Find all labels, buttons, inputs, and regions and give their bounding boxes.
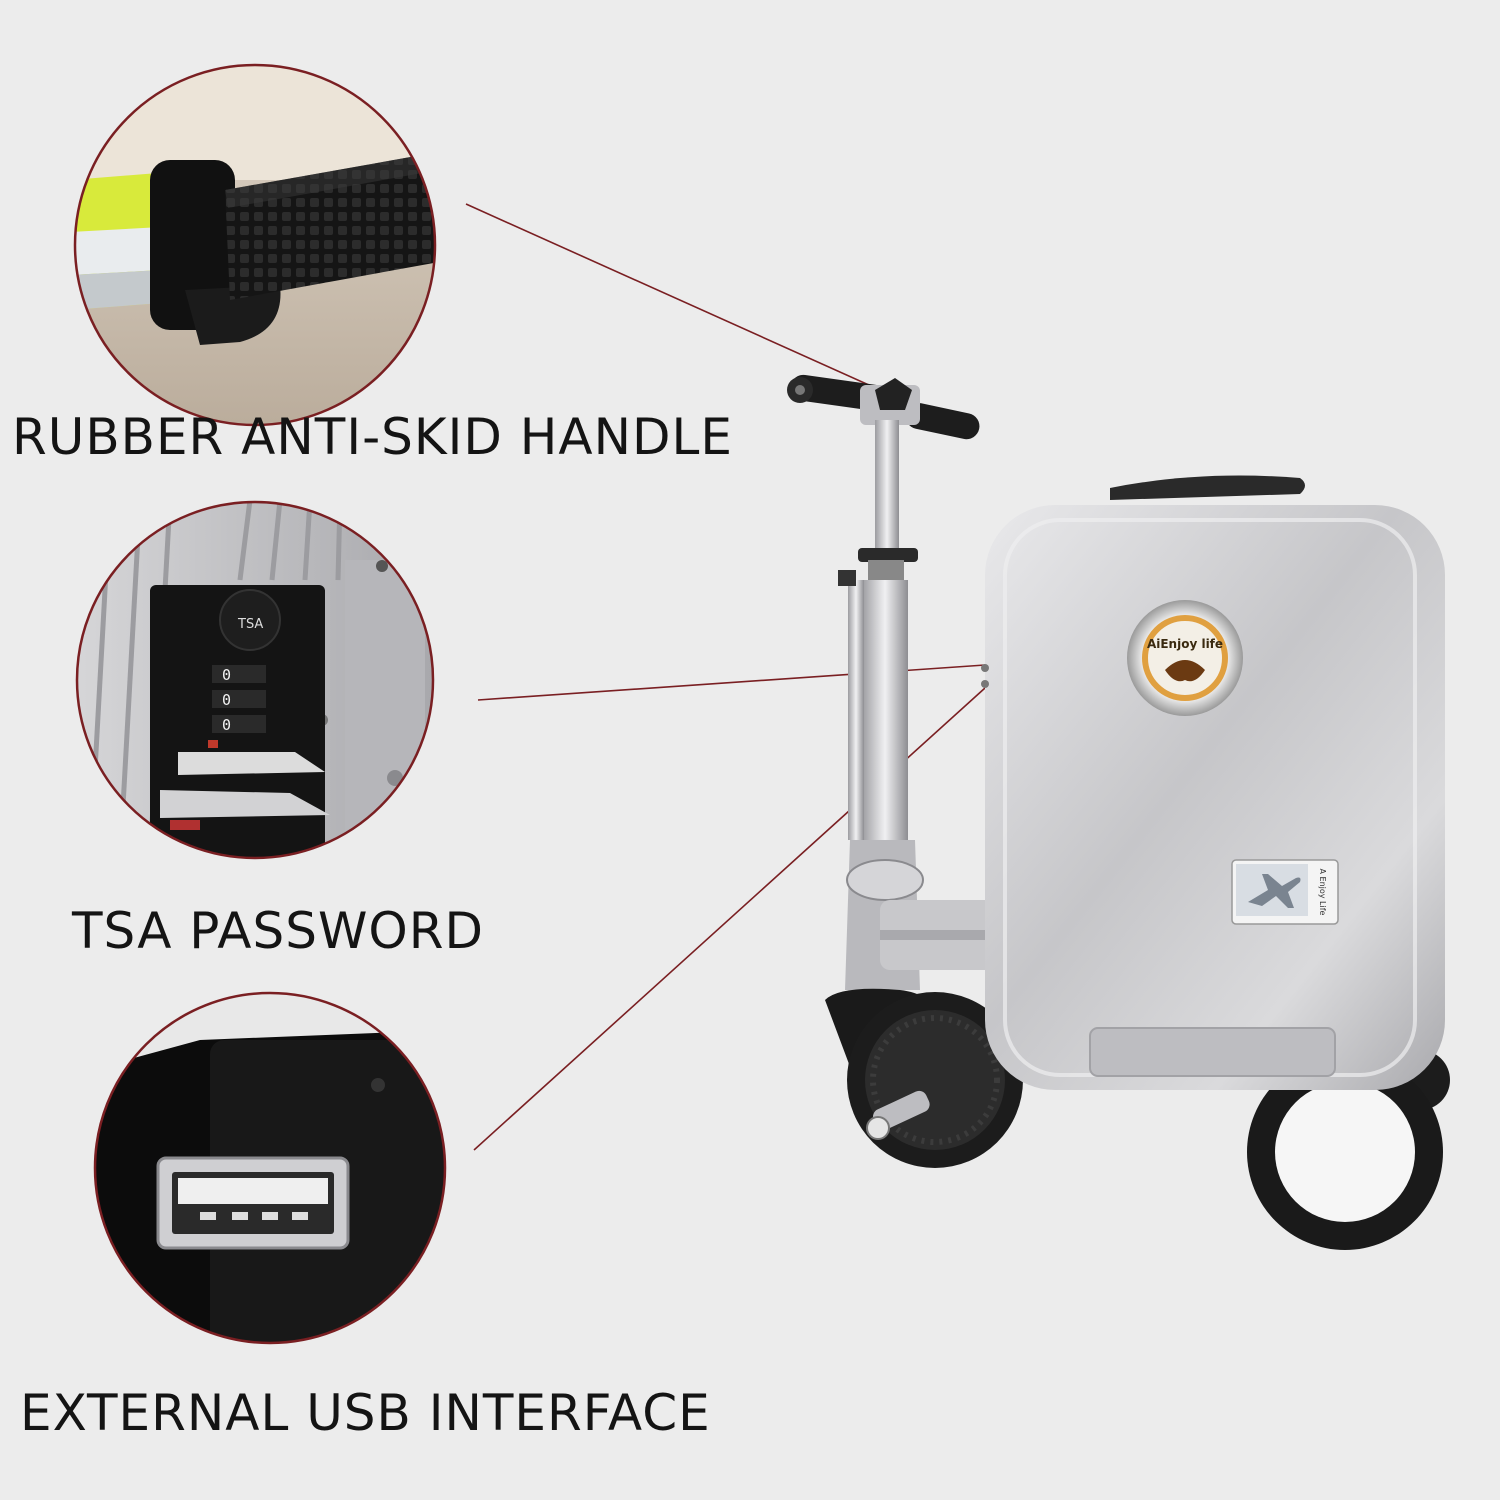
tsa-closeup-border [75,500,435,860]
leader-line-handle [465,203,881,391]
airplane-icon [1248,874,1301,908]
usb-closeup-border [93,991,447,1345]
brand-badge: AiEnjoy life [1127,600,1243,716]
suitcase-shell [985,505,1445,1090]
handle-closeup-border [73,63,437,427]
combination-wheels: 0 0 0 [212,665,266,734]
tsa-lock-closeup: TSA 0 0 0 [75,500,435,860]
feature-caption-handle: RUBBER ANTI-SKID HANDLE [12,408,733,466]
combination-digit-3: 0 [222,716,231,734]
handlebar [787,374,980,440]
combination-digit-1: 0 [222,666,231,684]
airplane-tag-text: A Enjoy Life [1318,869,1327,916]
feature-caption-usb: EXTERNAL USB INTERFACE [20,1384,711,1442]
tsa-dial-label: TSA [237,617,263,632]
usb-port-icon [156,1156,350,1250]
handle-closeup [73,63,437,427]
usb-closeup [93,991,447,1345]
brand-badge-text: AiEnjoy life [1147,637,1223,651]
feature-caption-tsa: TSA PASSWORD [72,902,484,960]
airplane-tag: A Enjoy Life [1231,859,1339,925]
scooter-suitcase: AiEnjoy life A Enjoy Life [787,374,1450,1250]
leader-line-tsa [477,664,986,701]
steering-pole [875,420,899,570]
combination-digit-2: 0 [222,691,231,709]
